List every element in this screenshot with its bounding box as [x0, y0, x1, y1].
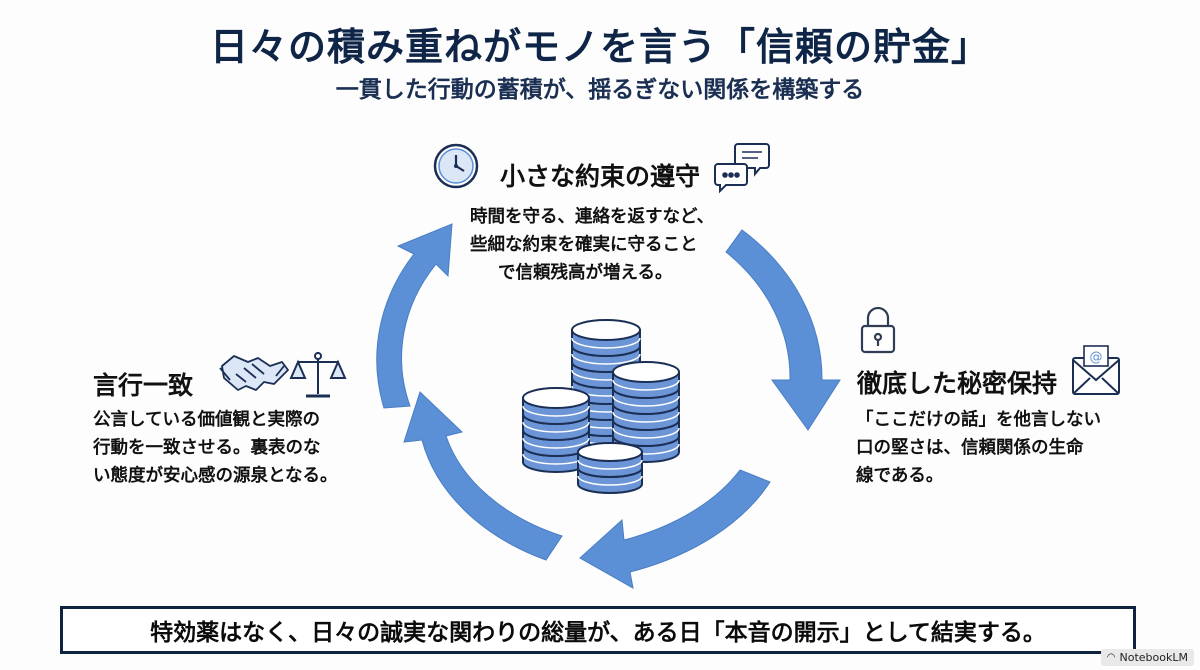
coin [522, 387, 590, 425]
node-text-line: で信頼残高が増える。 [498, 263, 673, 283]
node-title-right: 徹底した秘密保持 [857, 369, 1058, 398]
notebooklm-logo-icon: ◠ [1106, 652, 1116, 663]
svg-text:@: @ [1090, 350, 1103, 365]
coin [612, 361, 680, 399]
arrow-left-to-top [376, 223, 453, 409]
arrow-right-to-bottom [579, 469, 771, 589]
conclusion-box: 特効薬はなく、日々の誠実な関わりの総量が、ある日「本音の開示」として結実する。 [60, 606, 1136, 654]
node-title-top: 小さな約束の遵守 [500, 162, 701, 191]
lock-icon [860, 306, 896, 354]
node-title-left: 言行一致 [93, 371, 194, 400]
chat-bubbles-icon [714, 143, 770, 194]
page-title: 日々の積み重ねがモノを言う「信頼の貯金」 [209, 25, 990, 69]
node-text-line: 口の堅さは、信頼関係の生命 [856, 438, 1084, 458]
node-text-line: 公言している価値観と実際の [93, 410, 320, 430]
cycle-arrows [376, 223, 841, 589]
node-text-line: 「ここだけの話」を他言しない [856, 410, 1101, 430]
arrow-bottom-to-left [403, 391, 563, 561]
clock-icon [433, 143, 479, 189]
node-text-line: 些細な約束を確実に守ること [470, 235, 698, 255]
page-subtitle: 一貫した行動の蓄積が、揺るぎない関係を構築する [335, 77, 865, 103]
watermark-badge: ◠ NotebookLM [1100, 649, 1194, 666]
node-text-line: 線である。 [856, 466, 944, 486]
node-text-line: 行動を一致させる。裏表のな [93, 438, 321, 458]
node-text-line: 時間を守る、連絡を返すなど、 [470, 207, 715, 227]
conclusion-text: 特効薬はなく、日々の誠実な関わりの総量が、ある日「本音の開示」として結実する。 [150, 620, 1046, 646]
node-text-right: 「ここだけの話」を他言しない 口の堅さは、信頼関係の生命 線である。 [856, 406, 1101, 490]
email-envelope-icon: @ [1072, 345, 1120, 395]
arrow-top-to-right [725, 229, 841, 431]
watermark-label: NotebookLM [1119, 651, 1188, 664]
node-text-top: 時間を守る、連絡を返すなど、 些細な約束を確実に守ること で信頼残高が増える。 [470, 203, 714, 287]
coin-stacks [522, 319, 680, 494]
node-text-left: 公言している価値観と実際の 行動を一致させる。裏表のな い態度が安心感の源泉とな… [93, 406, 337, 490]
node-text-line: い態度が安心感の源泉となる。 [93, 466, 338, 486]
coin [571, 319, 641, 357]
handshake-icon [219, 355, 289, 391]
balance-scale-icon [289, 352, 347, 398]
coin [577, 442, 643, 478]
